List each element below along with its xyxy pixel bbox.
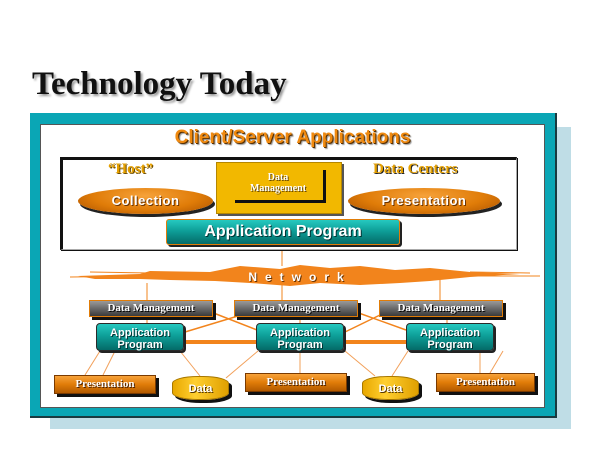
app-line-1: Application bbox=[110, 327, 170, 339]
network-label: Network bbox=[248, 270, 352, 284]
app-line-1: Application bbox=[270, 327, 330, 339]
host-application-program-node: Application Program bbox=[166, 219, 400, 245]
network-streak bbox=[469, 271, 531, 274]
node-2-presentation: Presentation bbox=[245, 373, 347, 392]
host-data-management-label: Data Management bbox=[216, 172, 340, 194]
node-1-presentation: Presentation bbox=[54, 375, 156, 394]
slide-title: Technology Today bbox=[32, 66, 287, 102]
app-line-2: Program bbox=[277, 339, 323, 351]
network-stream bbox=[78, 265, 520, 286]
node-3-application-program: Application Program bbox=[406, 323, 494, 351]
data-store-1: Data bbox=[172, 376, 229, 400]
cross-link bbox=[355, 311, 407, 331]
app-data-link bbox=[344, 350, 376, 377]
collection-node: Collection bbox=[78, 188, 213, 214]
app-data-link bbox=[179, 350, 201, 377]
diagram-title: Client/Server Applications bbox=[174, 127, 411, 148]
node-1-application-program: Application Program bbox=[96, 323, 184, 351]
app-line-1: Application bbox=[420, 327, 480, 339]
host-section-box bbox=[60, 157, 517, 250]
node-3-data-management: Data Management bbox=[379, 300, 503, 317]
app-pres-link bbox=[84, 350, 101, 376]
network-streak bbox=[89, 271, 151, 274]
app-pres-link bbox=[102, 350, 116, 376]
host-presentation-node: Presentation bbox=[348, 188, 500, 214]
host-label: “Host” bbox=[108, 161, 153, 177]
app-pres-link bbox=[489, 350, 504, 374]
cross-link bbox=[210, 311, 258, 331]
app-data-link bbox=[391, 350, 409, 377]
node-3-presentation: Presentation bbox=[436, 373, 535, 392]
node-2-data-management: Data Management bbox=[234, 300, 358, 317]
dm-side-line bbox=[323, 170, 326, 203]
dm-line-2: Management bbox=[249, 183, 307, 194]
node-2-application-program: Application Program bbox=[256, 323, 344, 351]
data-centers-label: Data Centers bbox=[373, 161, 458, 177]
dm-underline bbox=[235, 200, 325, 203]
cross-link bbox=[344, 314, 381, 333]
dm-line-1: Data bbox=[267, 172, 289, 183]
node-1-data-management: Data Management bbox=[89, 300, 213, 317]
cross-link bbox=[184, 315, 239, 333]
app-line-2: Program bbox=[117, 339, 163, 351]
network-streak bbox=[69, 275, 161, 278]
app-line-2: Program bbox=[427, 339, 473, 351]
host-data-management-node bbox=[216, 162, 342, 214]
data-store-2: Data bbox=[362, 376, 419, 400]
app-data-link bbox=[225, 350, 259, 379]
